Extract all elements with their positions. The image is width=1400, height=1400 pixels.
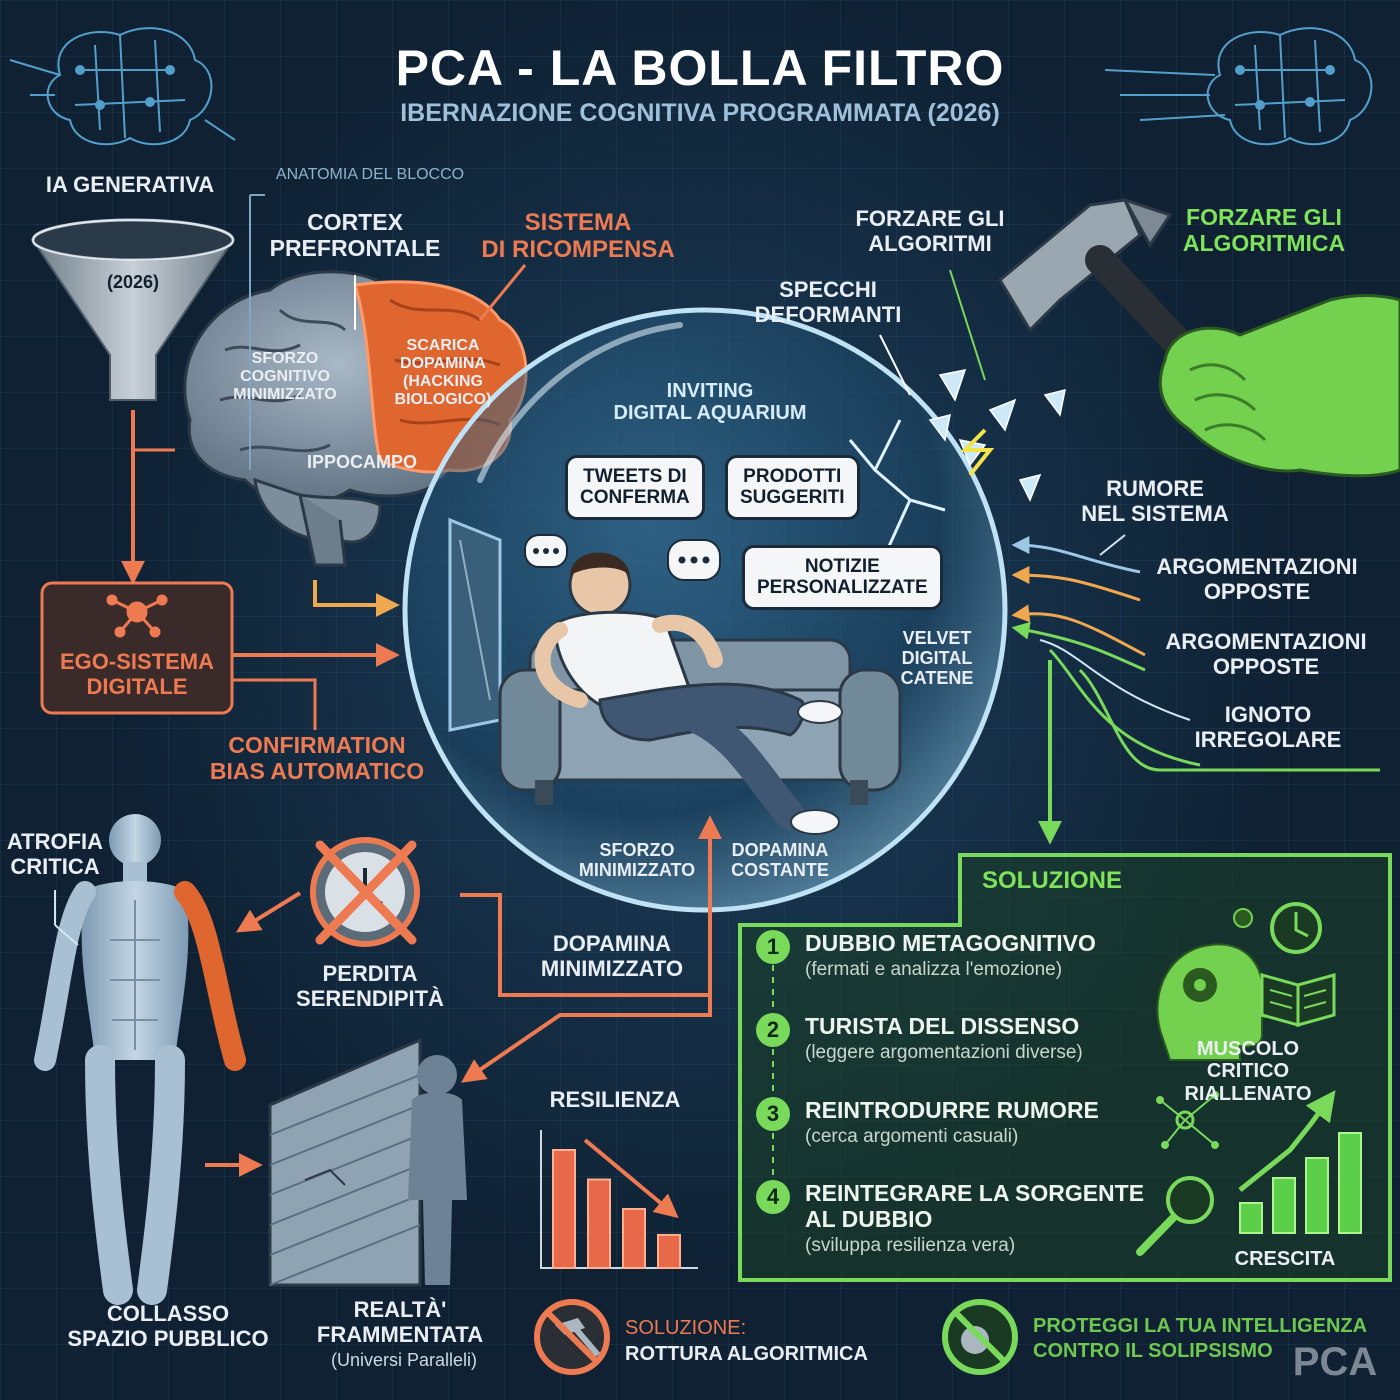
- no-bubble-icon: [942, 1299, 1018, 1375]
- green-hand-icon: [1158, 294, 1400, 478]
- footer-proteggi-1: PROTEGGI LA TUA INTELLIGENZA: [1033, 1315, 1368, 1337]
- universi-paralleli-label: (Universi Paralleli): [330, 1350, 478, 1370]
- scarica-dopamina-label: SCARICA DOPAMINA (HACKING BIOLOGICO): [394, 337, 492, 408]
- ego-sistema-label: EGO-SISTEMA DIGITALE: [59, 649, 215, 699]
- human-body-illustration: [34, 814, 246, 1305]
- resilienza-chart: [540, 1130, 698, 1269]
- chart-bar: [1305, 1157, 1329, 1234]
- ricompensa-pointer-line: [478, 264, 527, 321]
- footer-proteggi-2: CONTRO IL SOLIPSISMO: [1033, 1340, 1273, 1362]
- chat-bubble-icon: [667, 539, 721, 581]
- notizie-bubble: NOTIZIE PERSONALIZZATE: [742, 545, 943, 610]
- argomentazioni-opposte-2-label: ARGOMENTAZIONI OPPOSTE: [1165, 629, 1367, 679]
- step-title: REINTRODURRE RUMORE: [805, 1097, 1099, 1123]
- sforzo-minimizzato-label: SFORZO MINIMIZZATO: [578, 840, 696, 881]
- dopamina-minimizzato-label: DOPAMINA MINIMIZZATO: [540, 931, 684, 981]
- person-illustration: [534, 552, 843, 835]
- footer-soluzione-label: SOLUZIONE:: [625, 1317, 747, 1339]
- book-icon: [1260, 973, 1336, 1027]
- soluzione-title: SOLUZIONE: [981, 867, 1123, 894]
- person-silhouette-icon: [408, 1055, 467, 1285]
- crossed-clock-icon: [310, 837, 420, 947]
- chart-bar: [552, 1149, 576, 1269]
- brain-illustration: [183, 270, 528, 567]
- sistema-ricompensa-label: SISTEMA DI RICOMPENSA: [481, 209, 675, 263]
- step-title: TURISTA DEL DISSENSO: [805, 1013, 1080, 1039]
- ego-sistema-box: [40, 581, 234, 715]
- inviting-aquarium-label: INVITING DIGITAL AQUARIUM: [613, 380, 807, 425]
- realta-frammentata-label: REALTÀ' FRAMMENTATA: [316, 1297, 484, 1347]
- no-hammer-icon: [534, 1299, 610, 1375]
- funnel-icon: [31, 218, 235, 401]
- anatomia-label: ANATOMIA DEL BLOCCO: [275, 166, 465, 183]
- pca-logo: PCA: [1292, 1340, 1378, 1384]
- gear-head-icon: [1156, 908, 1277, 1061]
- clock-icon: [1270, 902, 1322, 954]
- page-title: PCA - LA BOLLA FILTRO: [395, 40, 1005, 96]
- step-number: 4: [756, 1180, 790, 1214]
- velvet-catene-label: VELVET DIGITAL CATENE: [900, 628, 974, 689]
- step-number: 2: [756, 1013, 790, 1047]
- cortex-label: CORTEX PREFRONTALE: [269, 209, 441, 261]
- step-description: (cerca argomenti casuali): [805, 1126, 1019, 1147]
- ia-generativa-label: IA GENERATIVA: [45, 172, 215, 197]
- funnel-year-label: (2026): [106, 272, 160, 292]
- argomentazioni-opposte-1-label: ARGOMENTAZIONI OPPOSTE: [1156, 554, 1358, 604]
- sforzo-cognitivo-label: SFORZO COGNITIVO MINIMIZZATO: [233, 350, 337, 403]
- chart-bar: [1239, 1202, 1263, 1234]
- chat-bubble-icon: [524, 534, 568, 568]
- chart-bar: [1272, 1177, 1296, 1234]
- step-title: REINTEGRARE LA SORGENTE AL DUBBIO: [805, 1180, 1145, 1232]
- step-title: DUBBIO METAGOGNITIVO: [805, 930, 1096, 956]
- ippocampo-label: IPPOCAMPO: [306, 452, 418, 472]
- footer-rottura-label: ROTTURA ALGORITMICA: [625, 1343, 868, 1365]
- step-description: (sviluppa resilienza vera): [805, 1235, 1016, 1256]
- network-icon: [1156, 1091, 1219, 1149]
- page-subtitle: IBERNAZIONE COGNITIVA PROGRAMMATA (2026): [400, 99, 1000, 127]
- forzare-algoritmica-label: FORZARE GLI ALGORITMICA: [1182, 204, 1346, 256]
- step-description: (leggere argomentazioni diverse): [805, 1042, 1083, 1063]
- network-node-icon: [106, 594, 168, 638]
- confirmation-bias-label: CONFIRMATION BIAS AUTOMATICO: [209, 732, 425, 784]
- resilienza-label: RESILIENZA: [549, 1087, 681, 1112]
- chart-bar: [1338, 1132, 1362, 1234]
- tweets-bubble: TWEETS DI CONFERMA: [565, 455, 705, 520]
- window-illustration: [448, 517, 502, 732]
- step-number: 3: [756, 1097, 790, 1131]
- brain-network-right-icon: [1104, 27, 1373, 146]
- chart-bar: [587, 1178, 611, 1269]
- brain-network-left-icon: [9, 27, 236, 146]
- specchi-deformanti-label: SPECCHI DEFORMANTI: [754, 277, 902, 327]
- forzare-algoritmi-label: FORZARE GLI ALGORITMI: [855, 206, 1005, 256]
- growth-chart-icon: [1239, 1132, 1362, 1234]
- perdita-serendipita-label: PERDITA SERENDIPITÀ: [296, 961, 444, 1011]
- dopamina-costante-label: DOPAMINA COSTANTE: [731, 840, 829, 881]
- magnifier-icon: [1136, 1176, 1214, 1256]
- crescita-label: CRESCITA: [1234, 1248, 1336, 1270]
- ignoto-irregolare-label: IGNOTO IRREGOLARE: [1194, 702, 1342, 752]
- prodotti-bubble: PRODOTTI SUGGERITI: [725, 455, 860, 520]
- step-description: (fermati e analizza l'emozione): [805, 959, 1063, 980]
- muscolo-critico-label: MUSCOLO CRITICO RIALLENATO: [1184, 1038, 1312, 1105]
- glass-shards: [928, 369, 1066, 502]
- collasso-label: COLLASSO SPAZIO PUBBLICO: [67, 1301, 269, 1351]
- chart-bar: [622, 1208, 646, 1269]
- rumore-label: RUMORE NEL SISTEMA: [1081, 476, 1229, 526]
- spark-icon: [960, 428, 995, 477]
- chart-bar: [657, 1233, 681, 1269]
- atrofia-critica-label: ATROFIA CRITICA: [6, 829, 104, 879]
- step-number: 1: [756, 930, 790, 964]
- brick-wall-illustration: [268, 1037, 422, 1287]
